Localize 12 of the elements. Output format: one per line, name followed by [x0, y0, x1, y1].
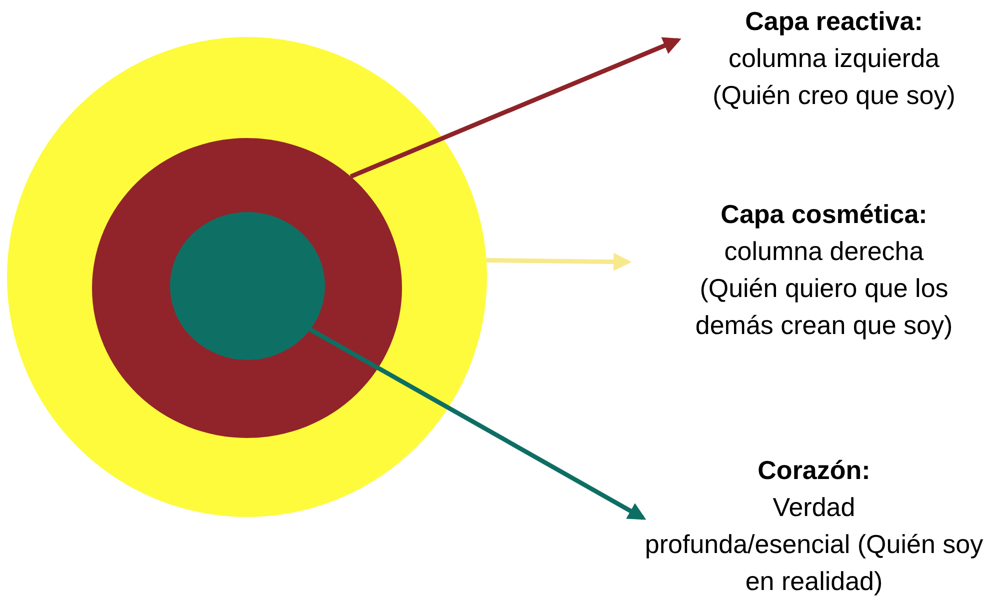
layer-description: (Quién creo que soy): [712, 79, 956, 112]
layer-heading: Capa cosmética:: [720, 198, 928, 231]
layer-description: Verdad: [772, 491, 856, 524]
layer-description: (Quién quiero que los demás crean que soy): [694, 272, 954, 342]
arrow: [486, 252, 632, 271]
layer-description: columna izquierda: [728, 42, 940, 75]
layer-heading: Capa reactiva:: [745, 5, 923, 38]
layer-heading: Corazón:: [758, 454, 870, 487]
layer-description: profunda/esencial (Quién soy en realidad): [644, 528, 984, 598]
layer-description: columna derecha: [724, 235, 924, 268]
arrow: [350, 37, 682, 179]
arrow: [309, 328, 646, 520]
